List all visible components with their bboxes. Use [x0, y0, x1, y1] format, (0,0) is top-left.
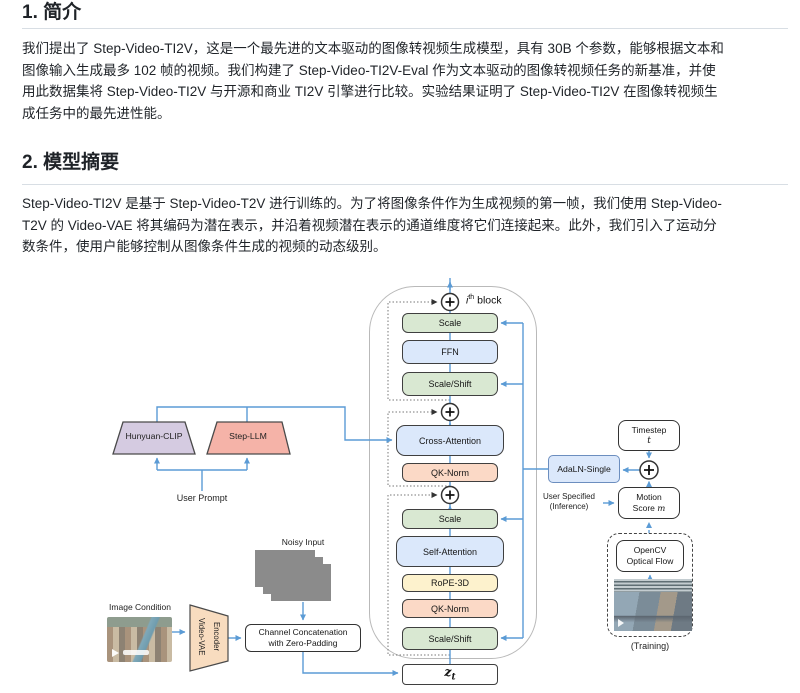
motion-label-line2: Score m	[633, 503, 666, 515]
paragraph-line: 用此数据集将 Step-Video-TI2V 与开源和商业 TI2V 引擎进行比…	[22, 84, 718, 99]
motion-score-text: Score	[632, 502, 655, 513]
scale-shift-box-top: Scale/Shift	[402, 372, 498, 396]
block-index-sup: th	[468, 294, 475, 301]
timestep-box: Timestep t	[618, 420, 680, 451]
motion-label-line1: Motion	[636, 491, 662, 502]
concat-line1: Channel Concatenation	[258, 627, 348, 637]
timestep-var: t	[647, 435, 651, 446]
section-heading-intro: 1. 简介	[22, 0, 788, 29]
motion-var: m	[657, 503, 666, 514]
opencv-line2: Optical Flow	[626, 556, 674, 566]
user-specified-line2: (Inference)	[549, 502, 589, 511]
plus-icon	[639, 460, 659, 480]
qk-norm-box-upper: QK-Norm	[402, 463, 498, 482]
image-condition-label: Image Condition	[109, 602, 171, 612]
training-dashed-container	[607, 533, 693, 637]
user-prompt-label: User Prompt	[176, 493, 228, 503]
paragraph-line: 数条件，使用户能够控制从图像条件生成的视频的动态级别。	[22, 239, 387, 254]
play-icon	[618, 619, 624, 627]
noisy-input-label: Noisy Input	[281, 537, 325, 547]
scale-box-top: Scale	[402, 313, 498, 333]
block-label-text: block	[474, 294, 502, 307]
timestep-label: Timestep	[631, 424, 667, 435]
paragraph-line: 图像输入生成最多 102 帧的视频。我们构建了 Step-Video-TI2V-…	[22, 62, 716, 78]
frame-stack-edges	[614, 579, 692, 592]
hunyuan-clip-label: Hunyuan-CLIP	[125, 431, 183, 441]
block-index-var: i	[466, 294, 469, 307]
play-icon	[112, 649, 119, 657]
adaln-single-box: AdaLN-Single	[548, 455, 620, 483]
self-attention-box: Self-Attention	[396, 536, 504, 567]
model-summary-paragraph: Step-Video-TI2V 是基于 Step-Video-T2V 进行训练的…	[22, 193, 722, 258]
motion-score-box: Motion Score m	[618, 487, 680, 519]
image-condition-thumbnail	[107, 617, 172, 662]
user-specified-label: User Specified (Inference)	[534, 492, 604, 512]
opencv-optical-flow-box: OpenCV Optical Flow	[616, 540, 684, 572]
ith-block-label: ith block	[466, 294, 526, 307]
video-frame-image	[614, 592, 692, 631]
vae-label-line1: Video-VAE	[197, 618, 206, 656]
channel-concatenation-box: Channel Concatenation with Zero-Padding	[245, 624, 361, 652]
latent-var: z	[444, 663, 452, 679]
concat-line2: with Zero-Padding	[268, 638, 338, 648]
training-label: (Training)	[630, 641, 670, 651]
paragraph-line: T2V 的 Video-VAE 将其编码为潜在表示，并沿着视频潜在表示的通道维度…	[22, 217, 717, 233]
scale-shift-box-bottom: Scale/Shift	[402, 627, 498, 650]
cross-attention-box: Cross-Attention	[396, 425, 504, 456]
latent-zt-box: zt	[402, 664, 498, 685]
paragraph-line: 我们提出了 Step-Video-TI2V，这是一个最先进的文本驱动的图像转视频…	[22, 41, 724, 56]
user-specified-line1: User Specified	[542, 492, 596, 501]
step-llm-label: Step-LLM	[229, 431, 267, 441]
vae-label-line2: Encoder	[212, 622, 221, 652]
video-progress-bar	[123, 650, 149, 655]
rope-3d-box: RoPE-3D	[402, 574, 498, 592]
latent-sub: t	[451, 672, 456, 683]
paragraph-line: Step-Video-TI2V 是基于 Step-Video-T2V 进行训练的…	[22, 196, 722, 211]
scale-box-mid: Scale	[402, 509, 498, 529]
video-frames-thumbnail	[614, 579, 692, 631]
section-heading-model-summary: 2. 模型摘要	[22, 150, 788, 185]
noisy-latent-frame	[271, 564, 331, 601]
ffn-box: FFN	[402, 340, 498, 364]
qk-norm-box-lower: QK-Norm	[402, 599, 498, 618]
video-vae-encoder-label: Video-VAE Encoder	[194, 608, 224, 666]
opencv-line1: OpenCV	[633, 545, 667, 555]
intro-paragraph: 我们提出了 Step-Video-TI2V，这是一个最先进的文本驱动的图像转视频…	[22, 38, 724, 124]
paragraph-line: 成任务中的最先进性能。	[22, 105, 171, 121]
